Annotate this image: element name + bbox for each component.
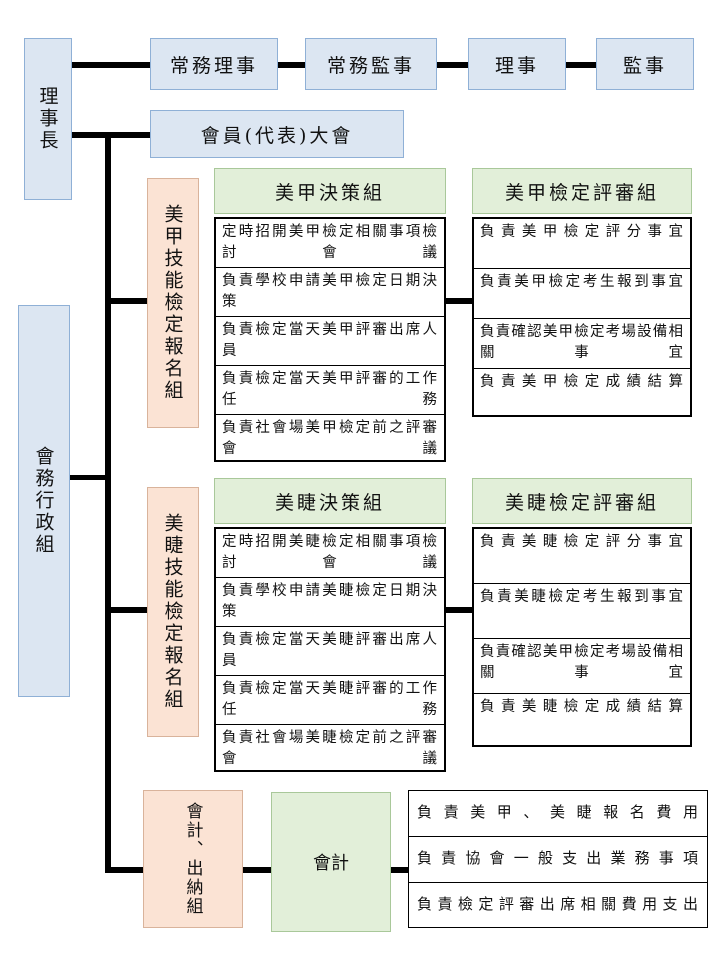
- finance-group-box: 會計、出納組: [143, 790, 243, 928]
- list-item: 負責協會一般支出業務事項: [409, 837, 707, 883]
- nail-review-title: 美甲檢定評審組: [472, 168, 692, 214]
- list-item: 負責檢定當天美睫評審出席人員: [216, 627, 444, 676]
- admin-group-box: 會務行政組: [18, 305, 70, 697]
- connector-assembly: [72, 132, 152, 138]
- supervisors-box: 監事: [596, 38, 694, 90]
- list-item: 負責檢定當天美甲評審出席人員: [216, 317, 444, 366]
- list-item: 負責美甲檢定評分事宜: [474, 219, 690, 269]
- list-item: 負責確認美甲檢定考場設備相關事宜: [474, 319, 690, 369]
- assembly-box: 會員(代表)大會: [150, 110, 404, 158]
- list-item: 負責美睫檢定成績結算: [480, 699, 684, 715]
- connector-lash-group: [108, 607, 150, 613]
- connector-admin: [70, 475, 108, 480]
- finance-list: 負責美甲、美睫報名費用 負責協會一般支出業務事項 負責檢定評審出席相關費用支出: [408, 790, 708, 928]
- standing-supervisors-box: 常務監事: [305, 38, 437, 90]
- directors-box: 理事: [468, 38, 566, 90]
- lash-group-box: 美睫技能檢定報名組: [147, 487, 199, 737]
- connector-spine: [105, 135, 111, 873]
- list-item: 定時招開美甲檢定相關事項檢討會議: [216, 219, 444, 268]
- nail-decision-list: 定時招開美甲檢定相關事項檢討會議 負責學校申請美甲檢定日期決策 負責檢定當天美甲…: [214, 217, 446, 462]
- chairman-box: 理事長: [24, 38, 72, 200]
- lash-review-list: 負責美睫檢定評分事宜 負責美睫檢定考生報到事宜 負責確認美甲檢定考場設備相關事宜…: [472, 527, 692, 747]
- list-item: 負責檢定當天美甲評審的工作任務: [216, 366, 444, 415]
- lash-decision-list: 定時招開美睫檢定相關事項檢討會議 負責學校申請美睫檢定日期決策 負責檢定當天美睫…: [214, 527, 446, 772]
- list-item: 負責美睫檢定考生報到事宜: [474, 584, 690, 639]
- list-item: 負責檢定當天美睫評審的工作任務: [216, 676, 444, 725]
- connector-accounting: [242, 867, 272, 873]
- list-item: 負責社會場美睫檢定前之評審會議: [222, 730, 438, 767]
- lash-review-title: 美睫檢定評審組: [472, 478, 692, 524]
- list-item: 負責美甲檢定成績結算: [480, 374, 684, 390]
- list-item: 負責學校申請美睫檢定日期決策: [216, 578, 444, 627]
- list-item: 負責確認美甲檢定考場設備相關事宜: [474, 639, 690, 694]
- nail-group-box: 美甲技能檢定報名組: [147, 178, 199, 428]
- list-item: 負責美甲、美睫報名費用: [409, 791, 707, 837]
- list-item: 負責美甲檢定考生報到事宜: [474, 269, 690, 319]
- nail-decision-title: 美甲決策組: [214, 168, 446, 214]
- list-item: 負責美睫檢定評分事宜: [474, 529, 690, 584]
- nail-review-list: 負責美甲檢定評分事宜 負責美甲檢定考生報到事宜 負責確認美甲檢定考場設備相關事宜…: [472, 217, 692, 417]
- connector-finance-group: [108, 867, 144, 873]
- list-item: 負責社會場美甲檢定前之評審會議: [222, 420, 438, 457]
- lash-decision-title: 美睫決策組: [214, 478, 446, 524]
- accounting-box: 會計: [271, 792, 391, 932]
- list-item: 定時招開美睫檢定相關事項檢討會議: [216, 529, 444, 578]
- list-item: 負責檢定評審出席相關費用支出: [417, 895, 699, 913]
- connector-accounting-list: [390, 867, 412, 873]
- connector-nail-group: [108, 298, 150, 304]
- connector-lash-lists: [445, 607, 473, 613]
- standing-directors-box: 常務理事: [150, 38, 278, 90]
- list-item: 負責學校申請美甲檢定日期決策: [216, 268, 444, 317]
- connector-nail-lists: [445, 298, 473, 304]
